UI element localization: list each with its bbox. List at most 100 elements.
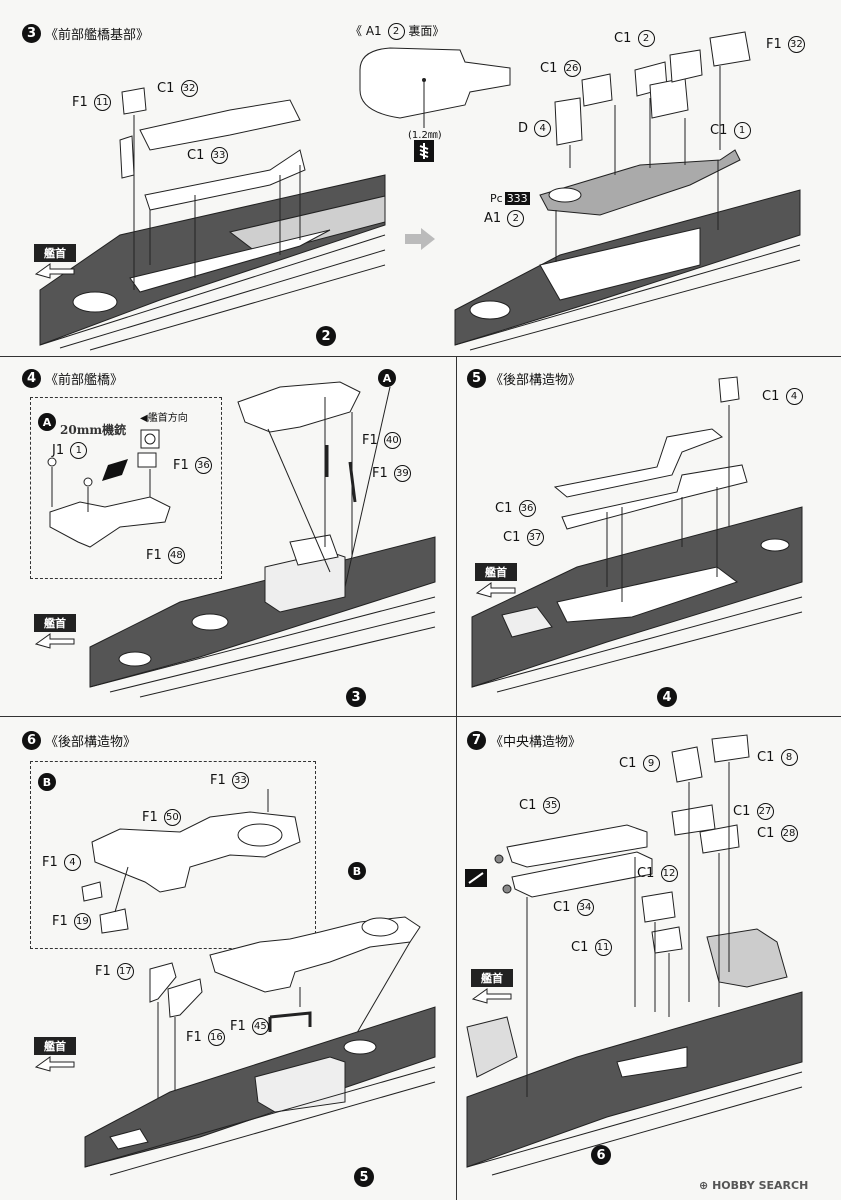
label-c1-1: C1 1 <box>710 122 751 139</box>
label-c1-35-num: 35 <box>542 797 560 814</box>
bow-arrow-icon <box>34 633 75 649</box>
step-6-panel: 6 《後部構造物》 B F1 33 F1 50 F1 4 F1 19 B F1 … <box>0 717 456 1200</box>
step-4-panel: 4 《前部艦橋》 A 20mm機銃 ◀艦首方向 J1 1 F1 36 F1 48 <box>0 357 456 716</box>
label-f1-40: F1 40 <box>362 432 401 449</box>
label-c1-33-num: 33 <box>210 147 228 164</box>
label-f1-33-step6: F1 33 <box>210 772 249 789</box>
bow-direction-text: 艦首方向 <box>147 413 188 424</box>
watermark-text: HOBBY SEARCH <box>712 1179 809 1192</box>
label-c1-8: C1 8 <box>757 749 798 766</box>
round-placement-icon <box>140 429 160 449</box>
label-a1-2-num: 2 <box>507 210 525 227</box>
label-pc-333-num: 333 <box>504 192 530 205</box>
label-f1-39-num: 39 <box>393 465 411 482</box>
step-3-panel: 3 《前部艦橋基部》 F1 11 C1 32 C1 33 艦首 《 A1 2 裏… <box>0 0 841 356</box>
label-f1-48: F1 48 <box>146 547 185 564</box>
label-f1-39-part: F1 <box>372 466 388 481</box>
a1-back-diagram <box>359 47 511 128</box>
step-4-hull <box>89 381 436 698</box>
bow-label-step3: 艦首 <box>34 244 76 262</box>
label-c1-28-num: 28 <box>780 825 798 842</box>
label-c1-37: C1 37 <box>503 529 544 546</box>
label-c1-34: C1 34 <box>553 899 594 916</box>
label-a1-back-suffix: 裏面》 <box>408 24 445 38</box>
step-3-transition-arrow-icon <box>405 228 435 250</box>
label-c1-8-part: C1 <box>757 750 775 765</box>
bow-direction-label: ◀艦首方向 <box>140 409 188 424</box>
label-c1-27: C1 27 <box>733 803 774 820</box>
label-f1-45-num: 45 <box>251 1018 269 1035</box>
label-c1-11-part: C1 <box>571 940 589 955</box>
label-f1-36-step4: F1 36 <box>173 457 212 474</box>
label-j1-1: J1 1 <box>52 442 88 459</box>
label-c1-36-part: C1 <box>495 501 513 516</box>
step-5-number: 5 <box>467 369 486 388</box>
label-c1-12-part: C1 <box>637 866 655 881</box>
label-c1-35: C1 35 <box>519 797 560 814</box>
label-c1-32-part: C1 <box>157 81 175 96</box>
bow-arrow-icon <box>34 263 75 279</box>
step-5-heading: 《後部構造物》 <box>490 373 582 388</box>
label-f1-4-step6: F1 4 <box>42 854 81 871</box>
step-3-heading: 《前部艦橋基部》 <box>45 28 150 43</box>
label-f1-50-part: F1 <box>142 810 158 825</box>
label-c1-2-part: C1 <box>614 31 632 46</box>
drill-size-label: (1.2㎜) <box>408 130 442 141</box>
label-f1-16: F1 16 <box>186 1029 225 1046</box>
label-a1-2: A1 2 <box>484 210 525 227</box>
divider-v1 <box>456 356 457 716</box>
subassembly-b-target-badge: B <box>348 862 366 880</box>
label-c1-11-num: 11 <box>594 939 612 956</box>
label-f1-50-num: 50 <box>163 809 181 826</box>
label-f1-39: F1 39 <box>372 465 411 482</box>
bow-arrow-icon <box>471 988 512 1004</box>
label-f1-50: F1 50 <box>142 809 181 826</box>
label-c1-32-num: 32 <box>180 80 198 97</box>
label-f1-32: F1 32 <box>766 36 805 53</box>
step-5-title: 5 《後部構造物》 <box>467 369 581 388</box>
step-5-diagram <box>471 376 803 693</box>
step-4-ref-badge: 3 <box>346 687 366 707</box>
label-a1-back-num: 2 <box>387 23 405 40</box>
label-f1-45-part: F1 <box>230 1019 246 1034</box>
label-f1-16-num: 16 <box>207 1029 225 1046</box>
label-c1-28: C1 28 <box>757 825 798 842</box>
label-a1-back: 《 A1 2 裏面》 <box>350 22 444 40</box>
label-c1-9-num: 9 <box>642 755 660 772</box>
label-f1-32-num: 32 <box>787 36 805 53</box>
subassembly-b-badge: B <box>38 773 56 791</box>
label-c1-9-part: C1 <box>619 756 637 771</box>
step-6-sub-parts <box>81 789 436 1176</box>
label-c1-35-part: C1 <box>519 798 537 813</box>
label-f1-4-part: F1 <box>42 855 58 870</box>
watermark-logo-icon: ⊕ <box>699 1179 709 1192</box>
step-7-ref-badge: 6 <box>591 1145 611 1165</box>
step-7-title: 7 《中央構造物》 <box>467 731 581 750</box>
step-5-ref-badge: 4 <box>657 687 677 707</box>
label-f1-17: F1 17 <box>95 963 134 980</box>
step-6-heading: 《後部構造物》 <box>45 735 137 750</box>
label-c1-12-num: 12 <box>660 865 678 882</box>
label-c1-27-part: C1 <box>733 804 751 819</box>
divider-v2 <box>456 716 457 1200</box>
step-4-number: 4 <box>22 369 41 388</box>
label-c1-11-step7: C1 11 <box>571 939 612 956</box>
label-a1-2-part: A1 <box>484 211 502 226</box>
label-f1-19: F1 19 <box>52 913 91 930</box>
label-d-4-part: D <box>518 121 529 136</box>
label-f1-36-part: F1 <box>173 458 189 473</box>
label-f1-17-part: F1 <box>95 964 111 979</box>
label-c1-8-num: 8 <box>780 749 798 766</box>
label-f1-33-num: 33 <box>231 772 249 789</box>
label-j1-1-num: 1 <box>70 442 88 459</box>
label-c1-37-num: 37 <box>526 529 544 546</box>
label-c1-27-num: 27 <box>756 803 774 820</box>
step-5-panel: 5 《後部構造物》 C1 4 C1 36 C1 37 艦首 4 <box>457 357 841 716</box>
label-f1-11: F1 11 <box>72 94 111 111</box>
divider-h1 <box>0 356 841 357</box>
label-c1-2: C1 2 <box>614 30 655 47</box>
label-c1-26: C1 26 <box>540 60 581 77</box>
step-4-subassembly-box <box>30 397 222 579</box>
label-a1-back-part: 《 A1 <box>350 24 382 38</box>
